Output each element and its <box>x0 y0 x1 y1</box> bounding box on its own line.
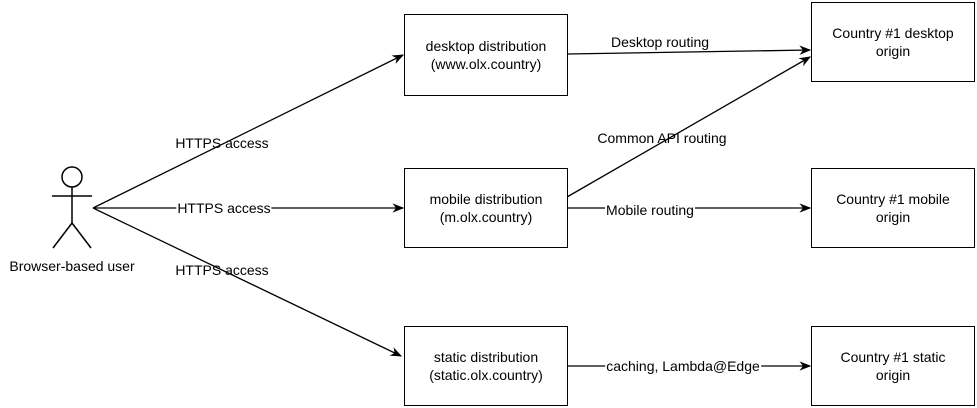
actor-label: Browser-based user <box>9 258 135 274</box>
node-mobile-distribution: mobile distribution (m.olx.country) <box>404 168 568 248</box>
node-mobile-origin-line2: origin <box>875 209 911 225</box>
edge-label-common-api-routing: Common API routing <box>597 130 727 146</box>
edge-label-mobile-routing: Mobile routing <box>605 201 695 219</box>
node-static-line2: (static.olx.country) <box>429 367 543 383</box>
edge-user-to-desktop <box>92 54 405 209</box>
node-static-distribution: static distribution (static.olx.country) <box>404 326 568 406</box>
node-desktop-line2: (www.olx.country) <box>430 56 542 72</box>
node-desktop-line1: desktop distribution <box>425 38 547 54</box>
node-static-line1: static distribution <box>433 349 539 365</box>
node-static-origin-line2: origin <box>875 367 911 383</box>
node-mobile-origin: Country #1 mobile origin <box>811 168 975 248</box>
edge-label-user-to-mobile: HTTPS access <box>176 199 272 217</box>
node-mobile-origin-line1: Country #1 mobile <box>836 191 950 207</box>
node-static-origin: Country #1 static origin <box>811 326 975 406</box>
node-desktop-origin-line2: origin <box>875 43 911 59</box>
user-icon <box>52 166 92 249</box>
edge-label-desktop-routing: Desktop routing <box>610 34 710 50</box>
node-desktop-distribution: desktop distribution (www.olx.country) <box>404 14 568 96</box>
node-mobile-line2: (m.olx.country) <box>439 209 533 225</box>
edge-label-user-to-desktop: HTTPS access <box>175 135 269 151</box>
edge-common-api-routing <box>566 56 812 198</box>
node-mobile-line1: mobile distribution <box>429 191 543 207</box>
node-desktop-origin: Country #1 desktop origin <box>811 2 975 82</box>
node-static-origin-line1: Country #1 static <box>840 349 946 365</box>
edge-label-user-to-static: HTTPS access <box>175 262 269 278</box>
edge-desktop-routing <box>566 45 812 55</box>
edge-label-static-routing: caching, Lambda@Edge <box>605 357 761 375</box>
edge-user-to-static <box>92 207 403 357</box>
node-desktop-origin-line1: Country #1 desktop <box>832 25 954 41</box>
